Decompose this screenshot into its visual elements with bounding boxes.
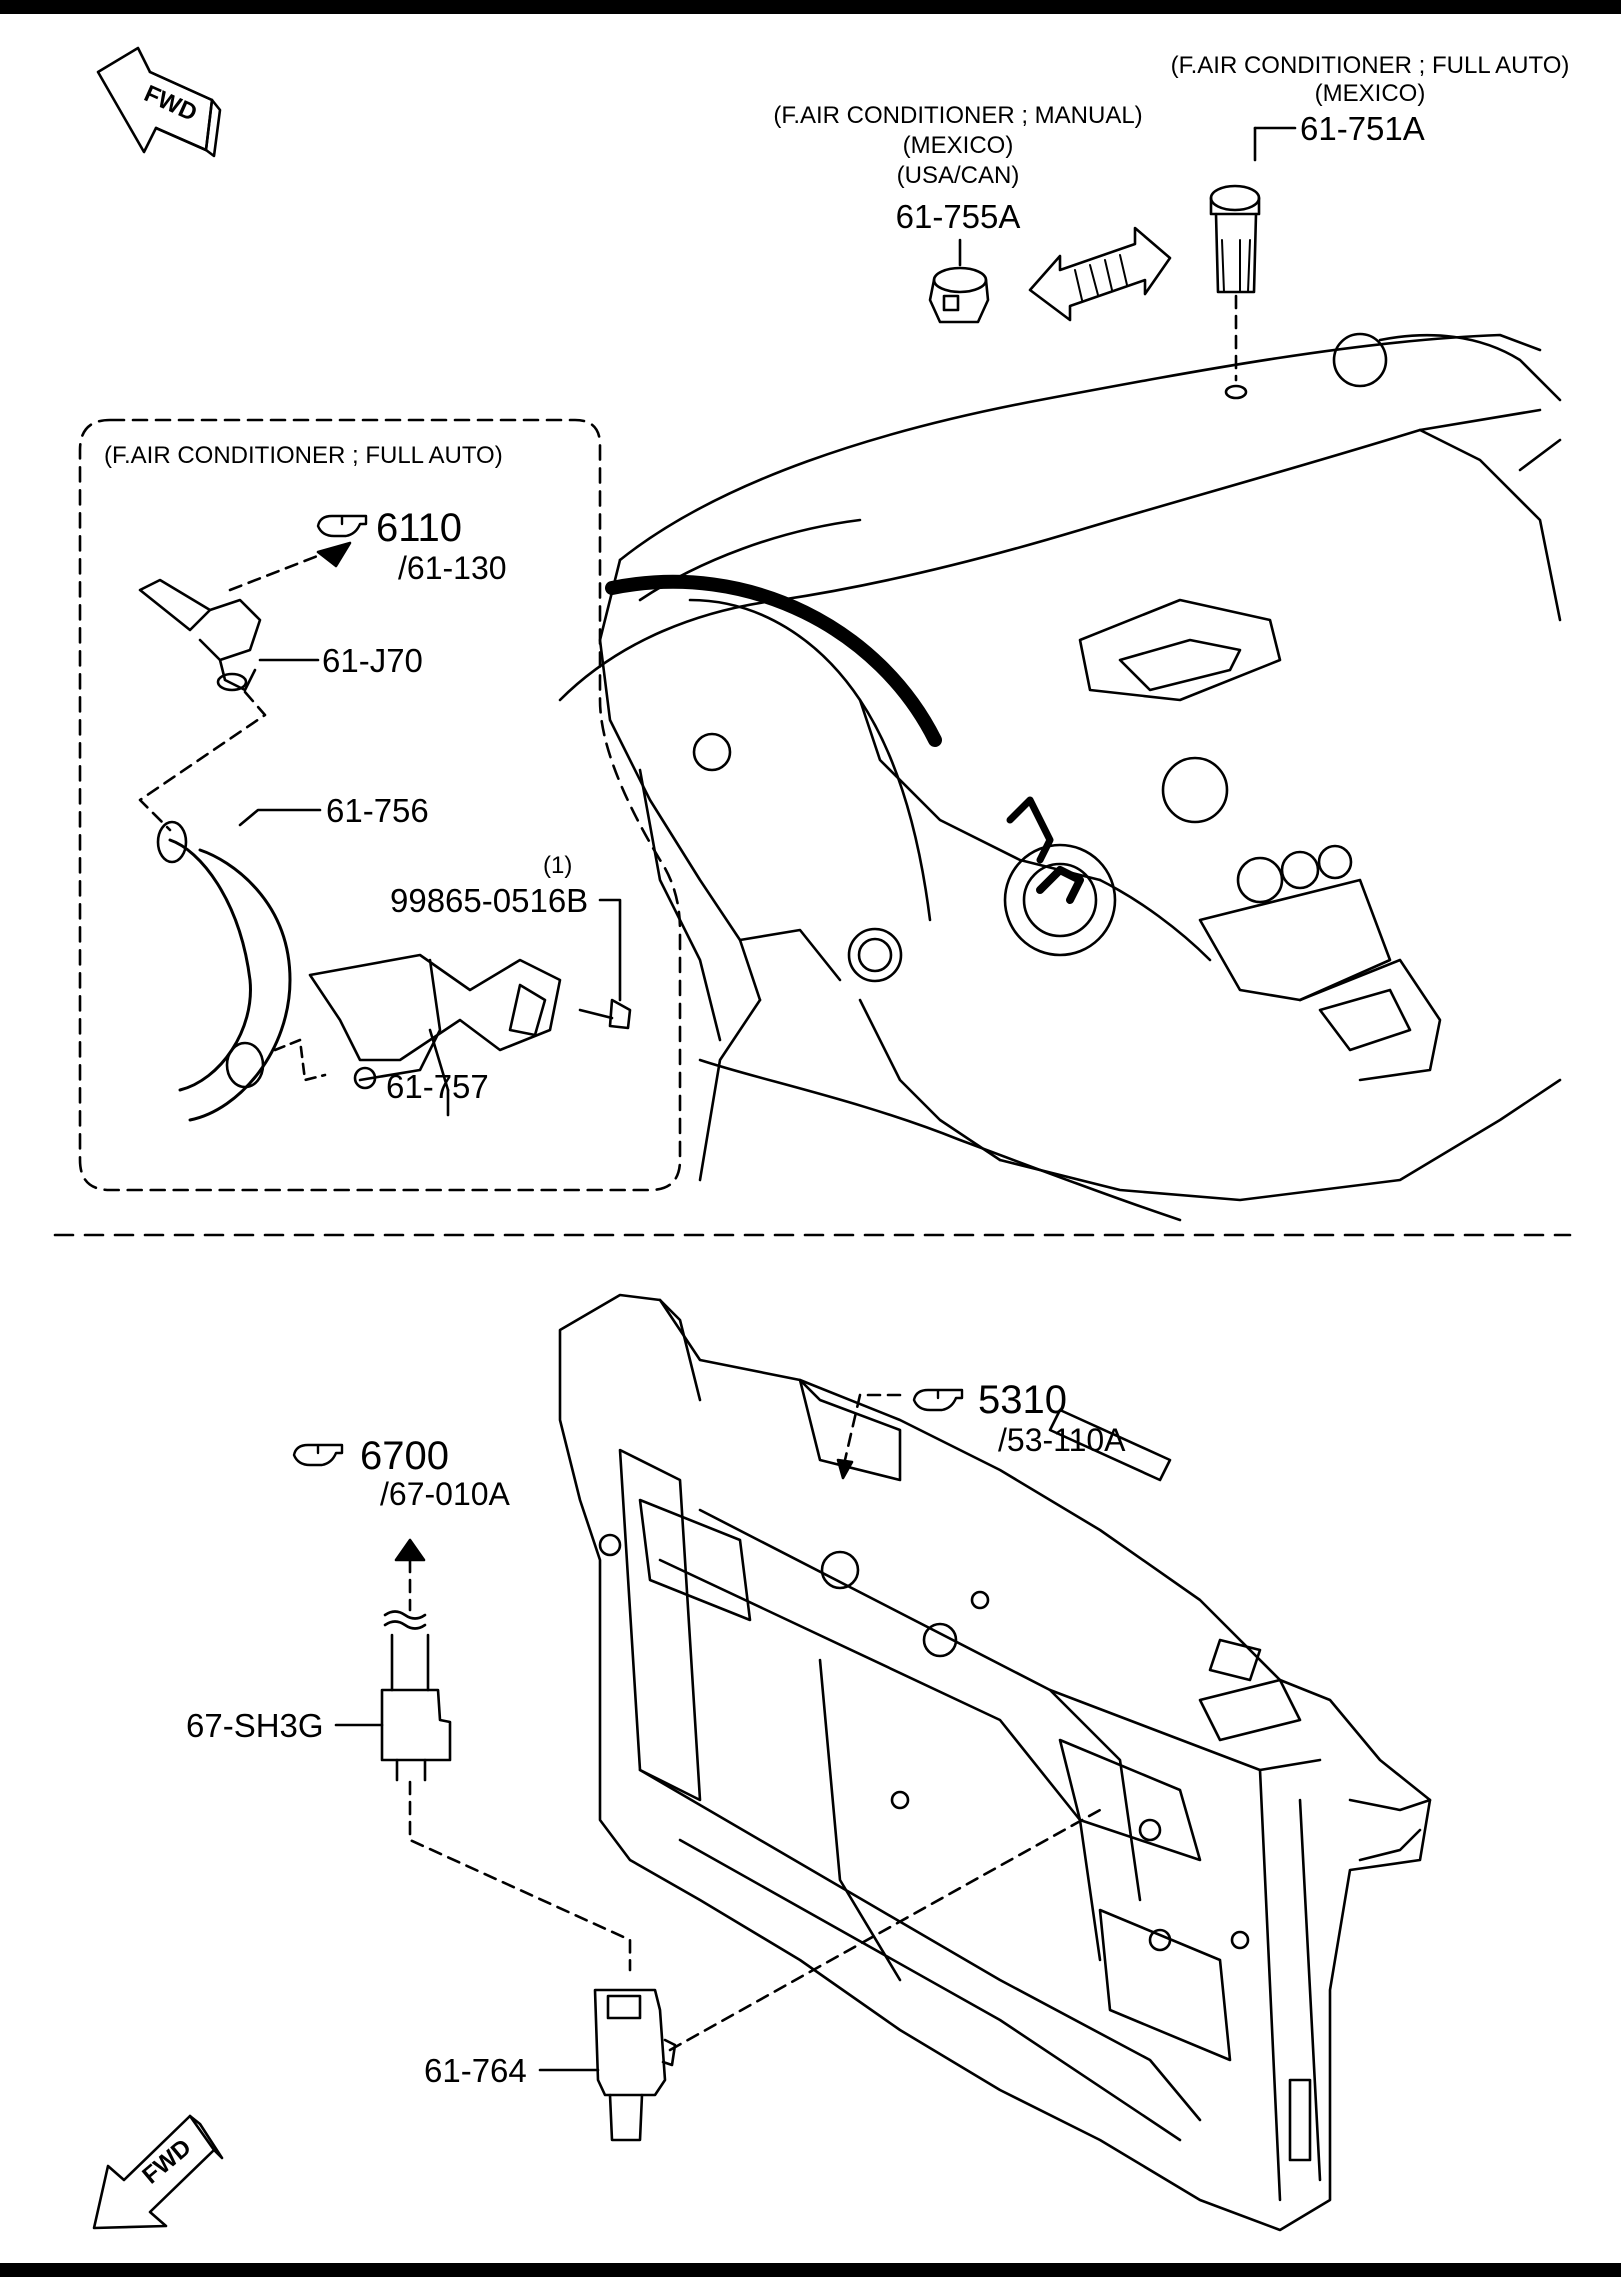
part-label-61-756[interactable]: 61-756 xyxy=(326,792,429,829)
callout-curve xyxy=(605,574,942,747)
ref-6700-number[interactable]: 6700 xyxy=(360,1434,449,1478)
auto-variant-market: (MEXICO) xyxy=(1314,80,1426,107)
part-label-61-751a[interactable]: 61-751A xyxy=(1300,110,1425,147)
part-61-756-hose-icon xyxy=(156,808,327,1122)
manual-variant-condition: (F.AIR CONDITIONER ; MANUAL) xyxy=(773,102,1143,129)
part-67-sh3g-connector-icon xyxy=(334,1538,632,1972)
screw-quantity: (1) xyxy=(543,852,573,879)
fwd-arrow-icon xyxy=(96,46,222,158)
ref-6110-sub[interactable]: /61-130 xyxy=(398,550,507,586)
part-61-j70-sensor-icon xyxy=(138,541,352,832)
inset-condition: (F.AIR CONDITIONER ; FULL AUTO) xyxy=(104,442,503,469)
part-label-61-757[interactable]: 61-757 xyxy=(386,1068,489,1105)
part-61-755a-grommet-icon xyxy=(928,238,990,324)
hand-6700-icon xyxy=(292,1443,344,1467)
hand-6110-icon xyxy=(316,514,368,538)
bottom-border xyxy=(0,2263,1621,2277)
ref-5310-sub[interactable]: /53-110A xyxy=(998,1422,1126,1458)
ref-5310-number[interactable]: 5310 xyxy=(978,1378,1067,1422)
radiator-support-frame xyxy=(558,1293,1432,2232)
part-label-61-755a[interactable]: 61-755A xyxy=(895,198,1021,235)
part-label-61-764[interactable]: 61-764 xyxy=(424,2052,527,2089)
ref-6700-sub[interactable]: /67-010A xyxy=(380,1476,510,1512)
ref-6110-number[interactable]: 6110 xyxy=(376,506,463,550)
part-label-61-j70[interactable]: 61-J70 xyxy=(322,642,423,679)
part-61-764-sensor-icon xyxy=(538,1808,1102,2142)
manual-variant-market-1: (MEXICO) xyxy=(902,132,1014,159)
inset-box xyxy=(78,418,682,1192)
top-border xyxy=(0,0,1621,14)
auto-variant-condition: (F.AIR CONDITIONER ; FULL AUTO) xyxy=(1170,52,1570,79)
leader-5310 xyxy=(836,1393,902,1480)
part-label-99865-0516b[interactable]: 99865-0516B xyxy=(390,882,589,919)
fwd-arrow-icon-bottom xyxy=(92,2114,224,2230)
pointing-hand-icons xyxy=(292,514,964,1467)
hand-5310-icon xyxy=(912,1388,964,1412)
dashboard-illustration xyxy=(558,332,1562,1222)
part-61-757-bracket-icon xyxy=(308,898,632,1117)
part-61-751a-sensor-icon xyxy=(1209,126,1297,400)
part-label-67-sh3g[interactable]: 67-SH3G xyxy=(186,1707,324,1744)
manual-variant-market-2: (USA/CAN) xyxy=(896,162,1020,189)
interchangeable-arrow-icon xyxy=(1028,226,1172,322)
